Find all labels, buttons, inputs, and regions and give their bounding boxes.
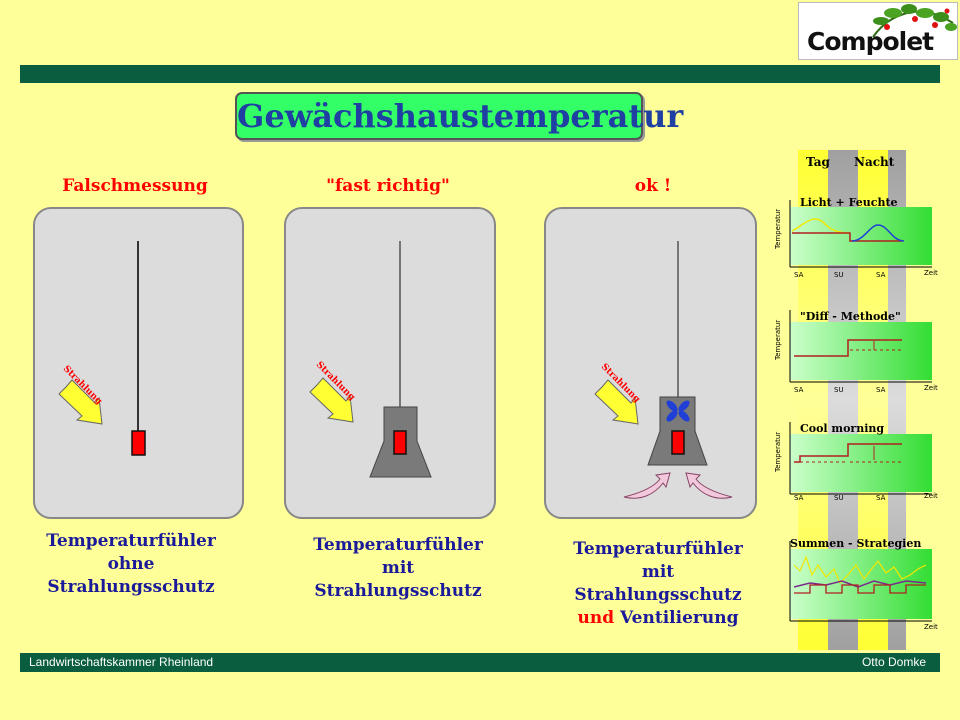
radiation-arrow-icon (594, 379, 639, 425)
tick-label: SA (876, 386, 886, 394)
caption-line: und Ventilierung (528, 607, 788, 630)
chart-title: "Diff - Methode" (800, 310, 901, 323)
heading-ok: ok ! (634, 176, 672, 196)
mini-chart-summen-strategien: Summen - Strategien Zeit (789, 537, 938, 631)
tick-label: SU (834, 386, 844, 394)
temperature-line (794, 339, 902, 357)
caption-line: Strahlungsschutz (314, 581, 482, 601)
tick-label: SA (794, 386, 804, 394)
caption-shield: Temperaturfühler mit Strahlungsschutz (268, 534, 528, 603)
sensor-diagram-ventilated: Strahlung (594, 241, 733, 499)
heading-fast-richtig: "fast richtig" (326, 176, 450, 196)
tick-label: SA (876, 494, 886, 502)
sensor-diagram-no-shield: Strahlung (58, 241, 146, 456)
x-label: Zeit (924, 623, 938, 631)
logo-text: Compolet (807, 27, 934, 56)
mini-chart-licht-feuchte: Licht + Feuchte Temperatur SA SU SA Zeit (774, 196, 938, 279)
chart-title: Licht + Feuchte (800, 196, 898, 209)
caption-line: Temperaturfühler (313, 535, 483, 555)
mini-chart-cool-morning: Cool morning Temperatur SA SU SA Zeit (774, 422, 938, 502)
y-label: Temperatur (774, 432, 782, 473)
caption-line: mit (641, 562, 675, 582)
chart-title: Cool morning (800, 422, 884, 435)
caption-ventilated: Temperaturfühler mit Strahlungsschutz un… (528, 538, 788, 630)
caption-line: ohne (107, 554, 155, 574)
sensor-diagram-shield: Strahlung (309, 241, 432, 478)
air-flow-arrow-left-icon (623, 472, 671, 499)
y-label: Temperatur (774, 320, 782, 361)
chart-title: Summen - Strategien (790, 537, 921, 550)
nacht-label: Nacht (854, 155, 895, 169)
mini-chart-diff-methode: "Diff - Methode" Temperatur SA SU SA Zei… (774, 310, 938, 394)
tick-label: SA (876, 271, 886, 279)
night-band (888, 150, 906, 650)
caption-line: mit (381, 558, 415, 578)
fan-icon (666, 400, 690, 422)
tick-label: SA (794, 494, 804, 502)
chart-area (790, 207, 932, 265)
tick-label: SU (834, 271, 844, 279)
footer-bar: Landwirtschaftskammer Rheinland Otto Dom… (20, 653, 940, 672)
sensor (131, 430, 146, 456)
y-label: Temperatur (774, 209, 782, 250)
temperature-line (794, 443, 902, 463)
caption-line: Strahlungsschutz (574, 585, 742, 605)
x-label: Zeit (924, 384, 938, 392)
sensor (671, 430, 685, 455)
light-line (851, 224, 905, 242)
temperature-step-line (794, 584, 926, 594)
radiation-arrow-icon (58, 379, 103, 425)
temperature-line (792, 232, 902, 242)
strategy-chart-column: Tag Nacht Licht + Feuchte Temperatur SA … (774, 150, 938, 650)
light-sum-line (793, 555, 927, 585)
caption-word-und: und (577, 608, 615, 628)
air-flow-arrow-right-icon (685, 472, 733, 499)
footer-author: Otto Domke (861, 655, 926, 669)
title-box: Gewächshaustemperatur (235, 92, 683, 140)
footer-organization: Landwirtschaftskammer Rheinland (29, 655, 214, 669)
radiation-arrow-icon (309, 377, 354, 423)
panel-ventilated (544, 207, 757, 519)
caption-word-ventilierung: Ventilierung (614, 608, 739, 628)
plant-icon (872, 4, 957, 37)
caption-line: Strahlungsschutz (47, 577, 215, 597)
page-title: Gewächshaustemperatur (237, 97, 684, 135)
caption-line: Temperaturfühler (573, 539, 743, 559)
chart-area (790, 434, 932, 492)
x-label: Zeit (924, 492, 938, 500)
heading-falschmessung: Falschmessung (62, 176, 208, 196)
tag-label: Tag (806, 155, 831, 169)
top-bar (20, 65, 940, 83)
tick-label: SA (794, 271, 804, 279)
x-label: Zeit (924, 269, 938, 277)
tick-label: SU (834, 494, 844, 502)
compolet-logo: Compolet (798, 2, 958, 60)
chart-area (790, 322, 932, 380)
caption-line: Temperaturfühler (46, 531, 216, 551)
sensor (393, 430, 407, 455)
chart-area (790, 549, 932, 619)
caption-no-shield: Temperaturfühler ohne Strahlungsschutz (1, 530, 261, 599)
